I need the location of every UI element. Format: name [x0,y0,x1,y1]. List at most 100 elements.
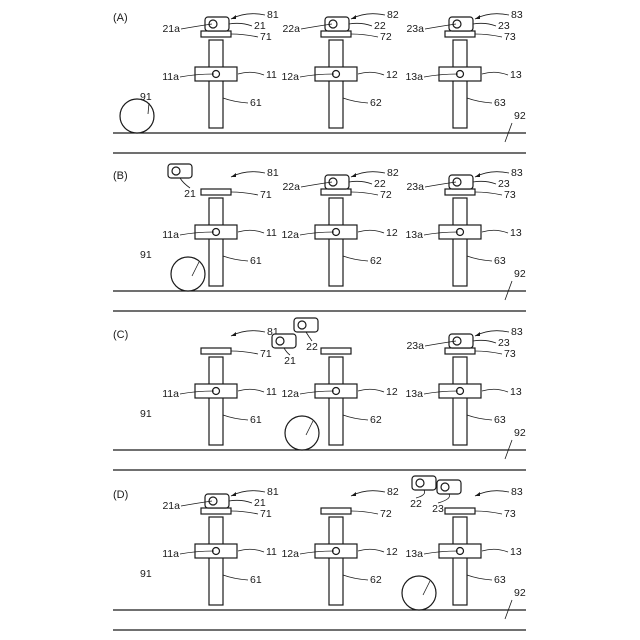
loose-carrier-leader [438,494,450,503]
lower-a-label: 12a [281,229,299,241]
top-flange [445,508,475,514]
lower-a-label: 13a [405,71,423,83]
loose-carrier-leader [284,348,290,355]
top-label: 72 [380,189,392,201]
lower-leader [358,230,384,233]
carrier-leader [473,23,496,26]
lower-label: 12 [386,546,398,558]
dest-label: 81 [267,486,279,498]
loose-carrier-21: 21 [272,334,296,367]
station-3: 1313a6373832323a [405,167,522,286]
station-3: 1313a6373832323a [405,326,522,445]
lower-a-label: 13a [405,548,423,560]
lower-label: 12 [386,227,398,239]
panel-label: (B) [113,170,128,182]
ball-label: 91 [140,568,152,580]
top-flange [201,31,231,37]
lower-label: 13 [510,69,522,81]
post-label: 61 [250,97,262,109]
top-flange [201,189,231,195]
top-leader [475,351,502,354]
post-leader [343,98,368,103]
carrier-label: 22 [374,178,386,190]
post [453,517,467,605]
post-leader [343,415,368,420]
ball [171,257,205,291]
top-label: 72 [380,508,392,520]
lower-a-label: 12a [281,71,299,83]
top-leader [231,192,258,195]
dest-label: 82 [387,167,399,179]
carrier-label: 22 [374,20,386,32]
loose-carrier-label: 21 [284,355,296,367]
top-flange [321,31,351,37]
lower-leader [482,549,508,552]
lower-leader [358,72,384,75]
dest-label: 81 [267,167,279,179]
dest-leader [475,172,509,177]
dest-label: 83 [511,167,523,179]
dest-label: 82 [387,9,399,21]
dest-label: 83 [511,486,523,498]
top-leader [351,192,378,195]
post [329,517,343,605]
carrier-a-label: 23a [406,23,424,35]
post-label: 63 [494,574,506,586]
post-leader [223,575,248,580]
station-2: 1212a6272822222a [281,167,398,286]
top-label: 71 [260,508,272,520]
lower-leader [358,549,384,552]
panel-d: (D)92911111a6171812121a1212a6272821313a6… [113,476,526,630]
loose-carrier-hole [298,321,306,329]
post [329,198,343,286]
station-1: 1111a617181 [162,326,279,445]
lower-leader [238,389,264,392]
lower-leader [482,389,508,392]
post [453,40,467,128]
ball [402,576,436,610]
post-leader [467,256,492,261]
lower-leader [238,72,264,75]
lower-leader [358,389,384,392]
post [209,40,223,128]
top-label: 72 [380,31,392,43]
ball-label: 91 [140,249,152,261]
post [329,40,343,128]
top-leader [231,34,258,37]
loose-carrier-leader [180,178,190,188]
dest-leader [351,491,385,496]
loose-carrier-hole [416,479,424,487]
lower-leader [482,72,508,75]
carrier-leader [349,23,372,26]
carrier-a-label: 21a [162,500,180,512]
lower-leader [482,230,508,233]
post-label: 63 [494,414,506,426]
carrier-label: 23 [498,178,510,190]
loose-carrier-leader [416,490,425,498]
lower-a-label: 11a [162,548,179,560]
lower-a-label: 11a [162,388,179,400]
rail-label: 92 [514,268,526,280]
post-label: 62 [370,255,382,267]
top-label: 71 [260,189,272,201]
post-label: 63 [494,97,506,109]
lower-label: 11 [266,386,277,398]
station-2: 1212a6272822222a [281,9,398,128]
lower-a-label: 12a [281,388,299,400]
post-leader [223,256,248,261]
carrier-a-label: 23a [406,340,424,352]
carrier-a-label: 21a [162,23,180,35]
lower-a-label: 13a [405,229,423,241]
dest-label: 83 [511,9,523,21]
rail-label: 92 [514,587,526,599]
top-flange [201,508,231,514]
top-leader [475,511,502,514]
post-label: 63 [494,255,506,267]
carrier-label: 21 [254,497,266,509]
dest-leader [231,14,265,19]
ball-label: 91 [140,91,152,103]
top-flange [201,348,231,354]
lower-label: 11 [266,69,277,81]
carrier-label: 23 [498,337,510,349]
